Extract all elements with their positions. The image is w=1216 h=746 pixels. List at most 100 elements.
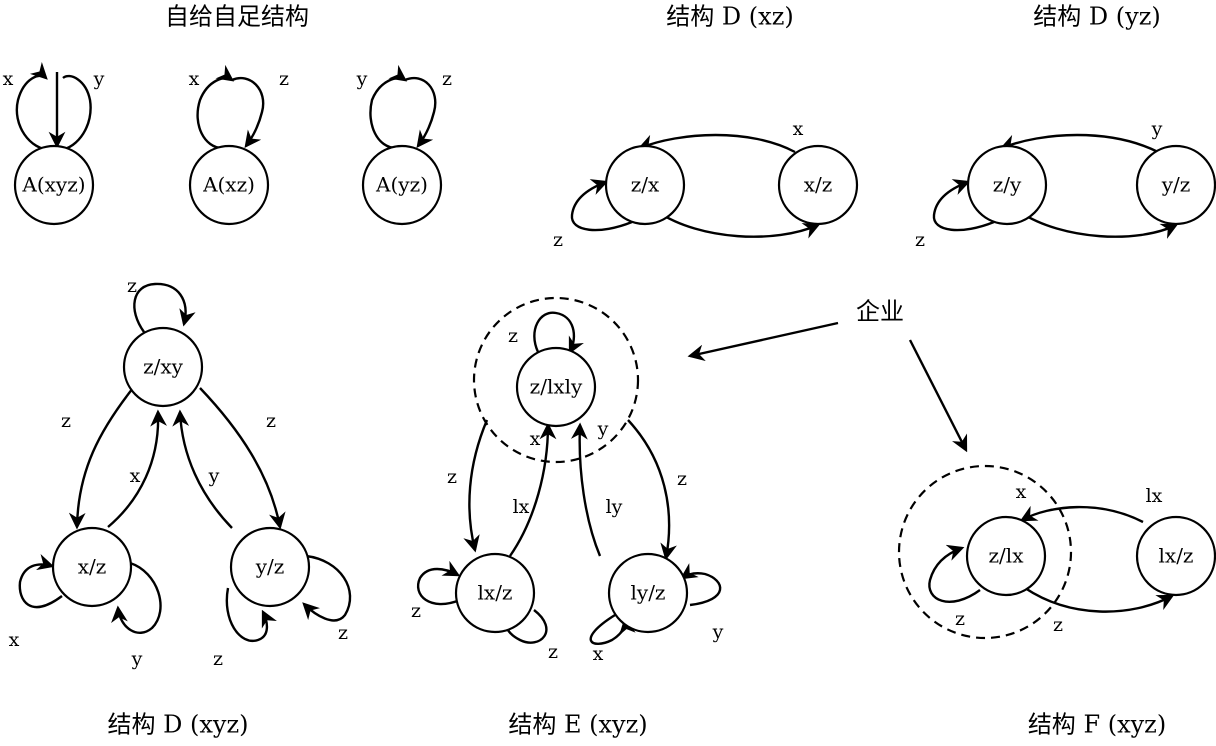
edge-label: z (61, 410, 71, 432)
edge-e-left-self-z1 (417, 560, 461, 606)
node-d-xyz-right (229, 526, 311, 608)
edge-d-yz-self (932, 179, 995, 232)
edge-d-xz-self (570, 179, 633, 232)
title-structure-d-xz: 结构 D (xz) (666, 3, 793, 31)
node-label: z/xy (143, 355, 184, 379)
edge-e-left-top (509, 422, 557, 557)
node-f-right (1135, 515, 1216, 597)
node-a-yz (361, 144, 443, 226)
node-label: z/x (631, 173, 660, 197)
edge-label: z (411, 600, 421, 622)
node-label: lx/z (1159, 544, 1194, 568)
edge-d-xyz-left-self-x (18, 554, 63, 609)
edge-d-xyz-right-top (172, 409, 233, 529)
node-label: z/y (993, 173, 1022, 197)
edge-a-yz-z (404, 77, 437, 149)
graph-a-yz: A(yz) y z (356, 64, 452, 226)
edge-label: z (447, 466, 457, 488)
edge-label: y (712, 621, 724, 643)
edge-e-right-self-y (679, 563, 722, 607)
edge-f-z (1024, 587, 1175, 613)
edge-d-xyz-left-top (107, 409, 167, 528)
edge-label: ly (606, 496, 623, 518)
edge-d-xyz-top-left (68, 387, 134, 530)
title-structure-d-yz: 结构 D (yz) (1033, 3, 1160, 31)
edge-label: y (208, 465, 220, 487)
node-label: y/z (255, 555, 285, 579)
callout-arrow-f (908, 339, 968, 453)
node-e-left (454, 552, 536, 634)
edge-e-top-left (463, 419, 489, 553)
edge-e-self (533, 311, 584, 355)
edge-label: z (1053, 614, 1063, 636)
edge-label: x (1016, 481, 1027, 503)
title-self-sufficient: 自给自足结构 (165, 3, 309, 31)
node-label: x/z (804, 173, 833, 197)
node-a-xz (188, 144, 270, 226)
title-structure-e-xyz: 结构 E (xyz) (508, 711, 647, 739)
graph-f-xyz: z/lx lx/z x lx z z (897, 464, 1216, 640)
edge-f-self (928, 544, 981, 603)
node-label: y/z (1161, 173, 1191, 197)
node-a-xyz (13, 144, 95, 226)
edge-label: x (793, 118, 804, 140)
edge-label: z (266, 410, 276, 432)
node-f-left (965, 515, 1047, 597)
edge-a-xz-x (196, 64, 235, 150)
edge-label: y (597, 418, 609, 440)
node-e-right (607, 552, 689, 634)
graph-d-xyz: z/xy x/z y/z z z x y z x y z z (9, 275, 352, 670)
edge-d-yz-y (999, 133, 1159, 154)
enterprise-boundary-e (472, 296, 640, 464)
edge-e-right-top (570, 422, 602, 557)
edge-d-xyz-right-self-z1 (225, 587, 277, 643)
node-label: x/z (78, 555, 107, 579)
node-label: ly/z (631, 581, 666, 605)
node-d-yz-zy (966, 144, 1048, 226)
edge-a-xyz-y (59, 74, 92, 152)
edge-d-xyz-self (133, 282, 196, 333)
graph-d-yz: z/y y/z y z (915, 118, 1216, 251)
edge-label: x (189, 68, 200, 90)
edge-label: x (530, 428, 541, 450)
callout-arrow-e (687, 321, 839, 362)
edge-e-right-self-x (589, 613, 636, 645)
edge-label: lx (1146, 485, 1163, 507)
node-label: A(xyz) (21, 173, 85, 197)
graph-d-xz: z/x x/z x z (553, 118, 859, 251)
edge-a-yz-y (369, 64, 408, 150)
edge-label: z (915, 229, 925, 251)
title-structure-d-xyz: 结构 D (xyz) (108, 711, 249, 739)
edge-e-top-right (627, 419, 677, 561)
edge-d-xz-x (637, 133, 796, 154)
edge-label: y (1151, 118, 1163, 140)
edge-label: y (131, 648, 143, 670)
node-label: z/lxly (530, 375, 583, 399)
edge-label: y (356, 68, 368, 90)
node-label: z/lx (989, 544, 1025, 568)
edge-label: z (548, 641, 558, 663)
edge-d-xyz-top-right (199, 387, 286, 530)
node-label: lx/z (478, 581, 513, 605)
node-d-xz-xz (777, 144, 859, 226)
edge-f-lx (1019, 505, 1144, 524)
edge-label: x (130, 465, 141, 487)
edge-label: x (3, 68, 14, 90)
graph-a-xyz: A(xyz) x y (3, 61, 105, 226)
edge-label: z (955, 608, 965, 630)
node-label: A(xz) (202, 173, 255, 197)
edge-label: y (93, 68, 105, 90)
enterprise-callout: 企业 (687, 298, 968, 453)
edge-a-xz-z (231, 77, 265, 149)
edge-label: z (338, 622, 348, 644)
node-label: A(yz) (375, 173, 428, 197)
edge-label: x (593, 643, 604, 665)
edge-label: z (213, 648, 223, 670)
graph-a-xz: A(xz) x z (188, 64, 289, 226)
edge-label: z (442, 68, 452, 90)
edge-d-xz-z (657, 211, 821, 239)
edge-label: z (127, 275, 137, 297)
edge-label: x (9, 629, 20, 651)
edge-label: lx (513, 496, 530, 518)
